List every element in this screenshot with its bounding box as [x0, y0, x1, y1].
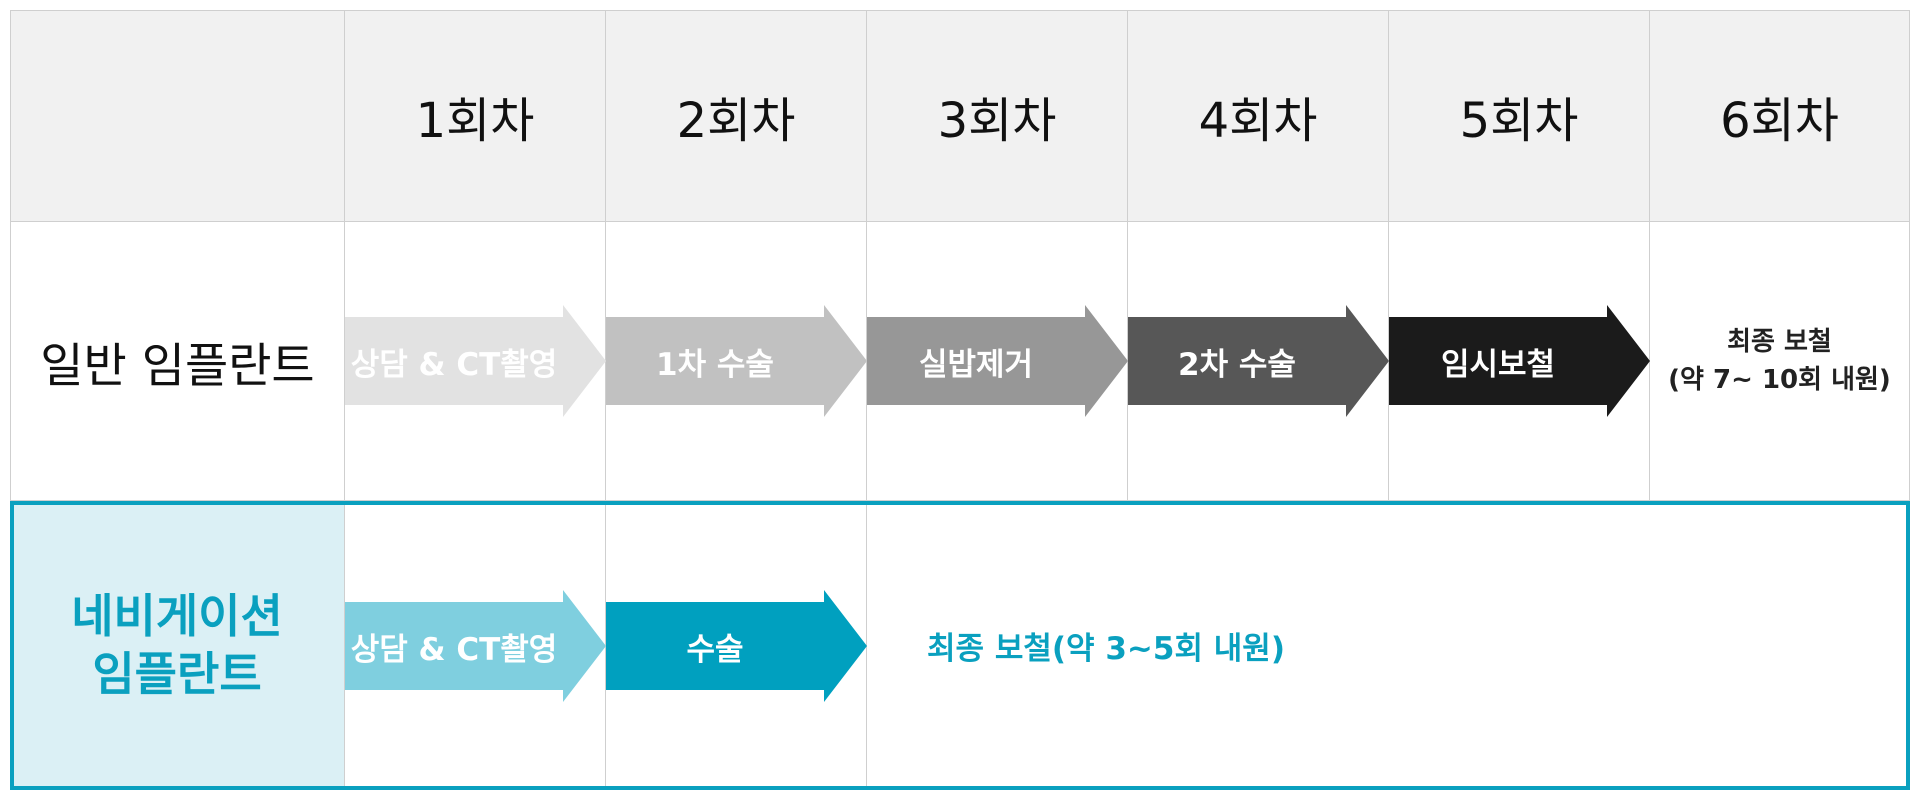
header-cell-session-4: 4회차	[1128, 10, 1389, 222]
final-prosthesis-title: 최종 보철	[1727, 327, 1832, 357]
step-label: 상담 & CT촬영	[350, 346, 558, 383]
nav-label-line-2: 임플란트	[92, 647, 262, 701]
step-label: 수술	[686, 631, 744, 668]
implant-comparison-table: 1회차 2회차 3회차 4회차 5회차 6회차 일반 임플란트 최종 보철 (약…	[10, 10, 1910, 790]
session-label: 3회차	[937, 93, 1057, 149]
general-row-cell-6: 최종 보철 (약 7~ 10회 내원)	[1650, 222, 1910, 501]
header-cell-session-2: 2회차	[606, 10, 867, 222]
step-label: 1차 수술	[656, 346, 774, 383]
session-label: 4회차	[1198, 93, 1318, 149]
session-label: 5회차	[1459, 93, 1579, 149]
step-label: 실밥제거	[918, 346, 1034, 383]
nav-label-line-1: 네비게이션	[71, 589, 283, 643]
session-label: 1회차	[415, 93, 535, 149]
header-corner-cell	[10, 10, 345, 222]
nav-final-prosthesis: 최종 보철(약 3~5회 내원)	[927, 631, 1285, 667]
general-step-arrow-1: 상담 & CT촬영	[345, 305, 606, 417]
header-cell-session-1: 1회차	[345, 10, 606, 222]
general-step-arrow-4: 2차 수술	[1128, 305, 1389, 417]
nav-row-label-cell: 네비게이션 임플란트	[10, 501, 345, 790]
general-implant-label: 일반 임플란트	[40, 338, 315, 394]
final-prosthesis-visits: (약 7~ 10회 내원)	[1668, 365, 1891, 395]
nav-row-merged-cell: 최종 보철(약 3~5회 내원)	[867, 501, 1910, 790]
step-label: 상담 & CT촬영	[350, 631, 558, 668]
general-step-arrow-2: 1차 수술	[606, 305, 867, 417]
session-label: 2회차	[676, 93, 796, 149]
nav-step-arrow-2: 수술	[606, 590, 867, 702]
general-row-label-cell: 일반 임플란트	[10, 222, 345, 501]
step-label: 2차 수술	[1178, 346, 1296, 383]
general-step-arrow-5: 임시보철	[1389, 305, 1650, 417]
nav-step-arrow-1: 상담 & CT촬영	[345, 590, 606, 702]
step-label: 임시보철	[1440, 346, 1556, 383]
navigation-implant-label: 네비게이션 임플란트	[10, 501, 344, 789]
header-cell-session-6: 6회차	[1650, 10, 1910, 222]
header-cell-session-5: 5회차	[1389, 10, 1650, 222]
general-final-prosthesis: 최종 보철 (약 7~ 10회 내원)	[1650, 222, 1909, 500]
header-cell-session-3: 3회차	[867, 10, 1128, 222]
session-label: 6회차	[1720, 93, 1839, 149]
general-step-arrow-3: 실밥제거	[867, 305, 1128, 417]
